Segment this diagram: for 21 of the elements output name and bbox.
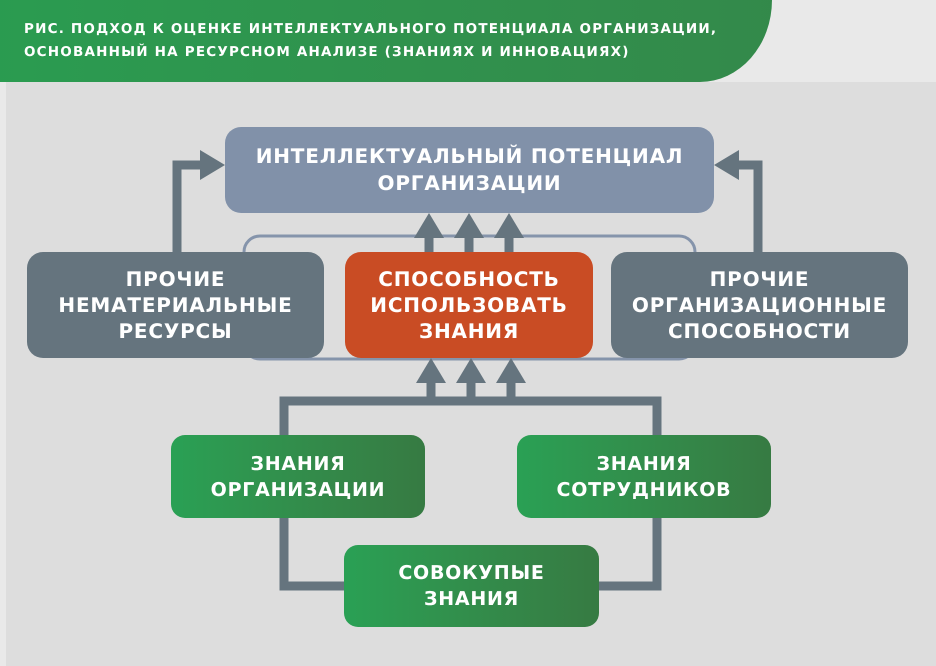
- process-box: [517, 435, 771, 518]
- arrow: [414, 213, 444, 252]
- connector-line: [280, 518, 344, 590]
- connector-line: [599, 518, 662, 590]
- process-box: [345, 252, 593, 358]
- process-box: [225, 127, 714, 213]
- process-box: [27, 252, 324, 358]
- process-box: [611, 252, 908, 358]
- node-label: ИНТЕЛЛЕКТУАЛЬНЫЙ ПОТЕНЦИАЛ ОРГАНИЗАЦИИ: [254, 143, 684, 197]
- arrow: [494, 213, 524, 252]
- node-label: ЗНАНИЯ СОТРУДНИКОВ: [556, 452, 732, 502]
- node-label: СПОСОБНОСТЬ ИСПОЛЬЗОВАТЬ ЗНАНИЯ: [369, 266, 569, 344]
- node-label: ПРОЧИЕ ОРГАНИЗАЦИОННЫЕ СПОСОБНОСТИ: [630, 266, 888, 344]
- arrow: [714, 150, 762, 252]
- arrow: [172, 150, 225, 252]
- process-box: [171, 435, 425, 518]
- process-box: [344, 545, 599, 627]
- node-label: ПРОЧИЕ НЕМАТЕРИАЛЬНЫЕ РЕСУРСЫ: [57, 266, 294, 344]
- node-label: СОВОКУПЫЕ ЗНАНИЯ: [397, 561, 546, 612]
- figure-title: РИС. ПОДХОД К ОЦЕНКЕ ИНТЕЛЛЕКТУАЛЬНОГО ПОТЕНЦИАЛА ОРГАНИЗАЦИИ, ОСНОВАННЫЙ НА РЕСУРСНОМ АНАЛИЗЕ (ЗНАНИЯХ И ИННОВАЦИЯХ): [24, 20, 718, 62]
- node-label: ЗНАНИЯ ОРГАНИЗАЦИИ: [210, 452, 386, 502]
